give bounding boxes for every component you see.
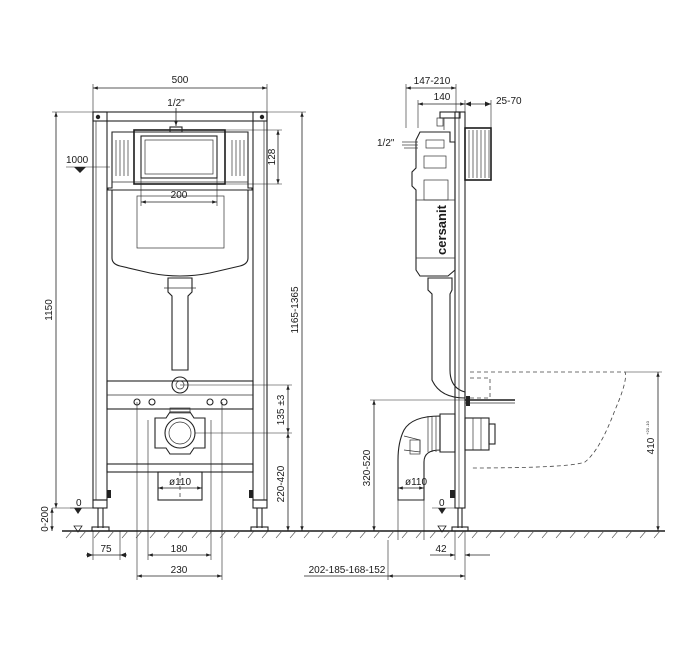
- dim-depth-text: 140: [434, 92, 451, 103]
- floor-line: [62, 530, 665, 539]
- side-pipe-thread-text: 1/2": [377, 138, 395, 149]
- side-flush-pipe: [427, 277, 466, 399]
- dim-height-1150: 1150: [44, 111, 93, 509]
- side-toilet-bowl: [469, 371, 626, 469]
- side-view: cersanit: [304, 76, 662, 580]
- dim-button-height: 128: [225, 129, 282, 185]
- dim-button-height-text: 128: [267, 148, 278, 165]
- dim-width-500: 500: [92, 75, 268, 112]
- dim-bowl-tolerance-text: +20 -10: [645, 420, 650, 434]
- level-1000-text: 1000: [66, 155, 89, 166]
- outlet-connector: [154, 407, 206, 455]
- mounting-bolts: [133, 398, 228, 406]
- dim-outlet-height: 220-420: [276, 433, 290, 531]
- side-cistern: cersanit: [411, 131, 456, 277]
- cistern: [107, 126, 253, 277]
- dim-depth-range-text: 147-210: [414, 76, 451, 87]
- brand-text: cersanit: [434, 204, 449, 255]
- side-outlet-bend: [397, 413, 496, 501]
- dim-foot-adjust: 0-200: [40, 506, 54, 532]
- dim-offset-42-text: 42: [435, 544, 447, 555]
- side-zero-level-marker: 0: [432, 498, 455, 533]
- side-zero-level-text: 0: [439, 498, 445, 509]
- dim-offset-42: 42: [430, 531, 490, 560]
- dim-wall-range: 25-70: [465, 96, 522, 128]
- dim-button-width: 200: [140, 178, 218, 206]
- dim-outlet-height-text: 220-420: [276, 465, 287, 502]
- side-button-box: [464, 127, 492, 181]
- drain-pipe: [157, 471, 203, 501]
- dim-side-outlet-height-text: 320-520: [362, 449, 373, 486]
- dim-height-1150-text: 1150: [44, 299, 55, 321]
- dim-bolt-230: 230: [137, 565, 222, 578]
- side-pipe-thread-callout: 1/2": [377, 138, 418, 149]
- dim-projection: 202-185-168-152: [304, 540, 466, 580]
- dim-side-outlet-height: 320-520: [362, 399, 465, 531]
- dim-side-pipe-diameter: ø110: [397, 477, 427, 540]
- side-mounting-bolt: [465, 396, 515, 406]
- dim-adjust-height: 1165-1365: [267, 111, 306, 531]
- zero-level-marker: 0: [70, 498, 93, 533]
- dim-projection-text: 202-185-168-152: [309, 565, 386, 576]
- dim-side-pipe-diameter-text: ø110: [405, 477, 427, 488]
- dim-width-text: 500: [172, 75, 189, 86]
- pipe-thread-text: 1/2": [167, 98, 185, 109]
- dim-bolt-230-text: 230: [171, 565, 188, 576]
- dim-bowl-height: 410 +20 -10: [625, 371, 662, 531]
- dim-bolt-180: 180: [136, 402, 223, 580]
- dim-foot-adjust-text: 0-200: [40, 506, 51, 532]
- zero-level-text: 0: [76, 498, 82, 509]
- dim-wall-range-text: 25-70: [496, 96, 522, 107]
- side-frame: [436, 111, 469, 532]
- front-view: 500 1/2" 1000 128 200: [40, 75, 306, 580]
- dim-outlet-offset-text: 135 ±3: [276, 394, 287, 425]
- flush-pipe: [164, 277, 196, 394]
- pipe-thread-callout: 1/2": [167, 98, 185, 126]
- dim-foot-width: 75: [86, 531, 127, 560]
- level-1000-marker: 1000: [66, 155, 110, 173]
- dim-bowl-height-text: 410: [646, 437, 657, 454]
- dim-button-width-text: 200: [171, 190, 188, 201]
- front-frame: [91, 111, 269, 532]
- dim-bolt-180-text: 180: [171, 544, 188, 555]
- dim-depth-range: 147-210: [405, 76, 457, 128]
- dim-adjust-height-text: 1165-1365: [290, 286, 301, 334]
- dim-foot-width-text: 75: [100, 544, 112, 555]
- dim-depth: 140: [417, 92, 466, 128]
- dim-pipe-diameter-text: ø110: [169, 477, 191, 488]
- dim-pipe-diameter: ø110: [158, 477, 202, 490]
